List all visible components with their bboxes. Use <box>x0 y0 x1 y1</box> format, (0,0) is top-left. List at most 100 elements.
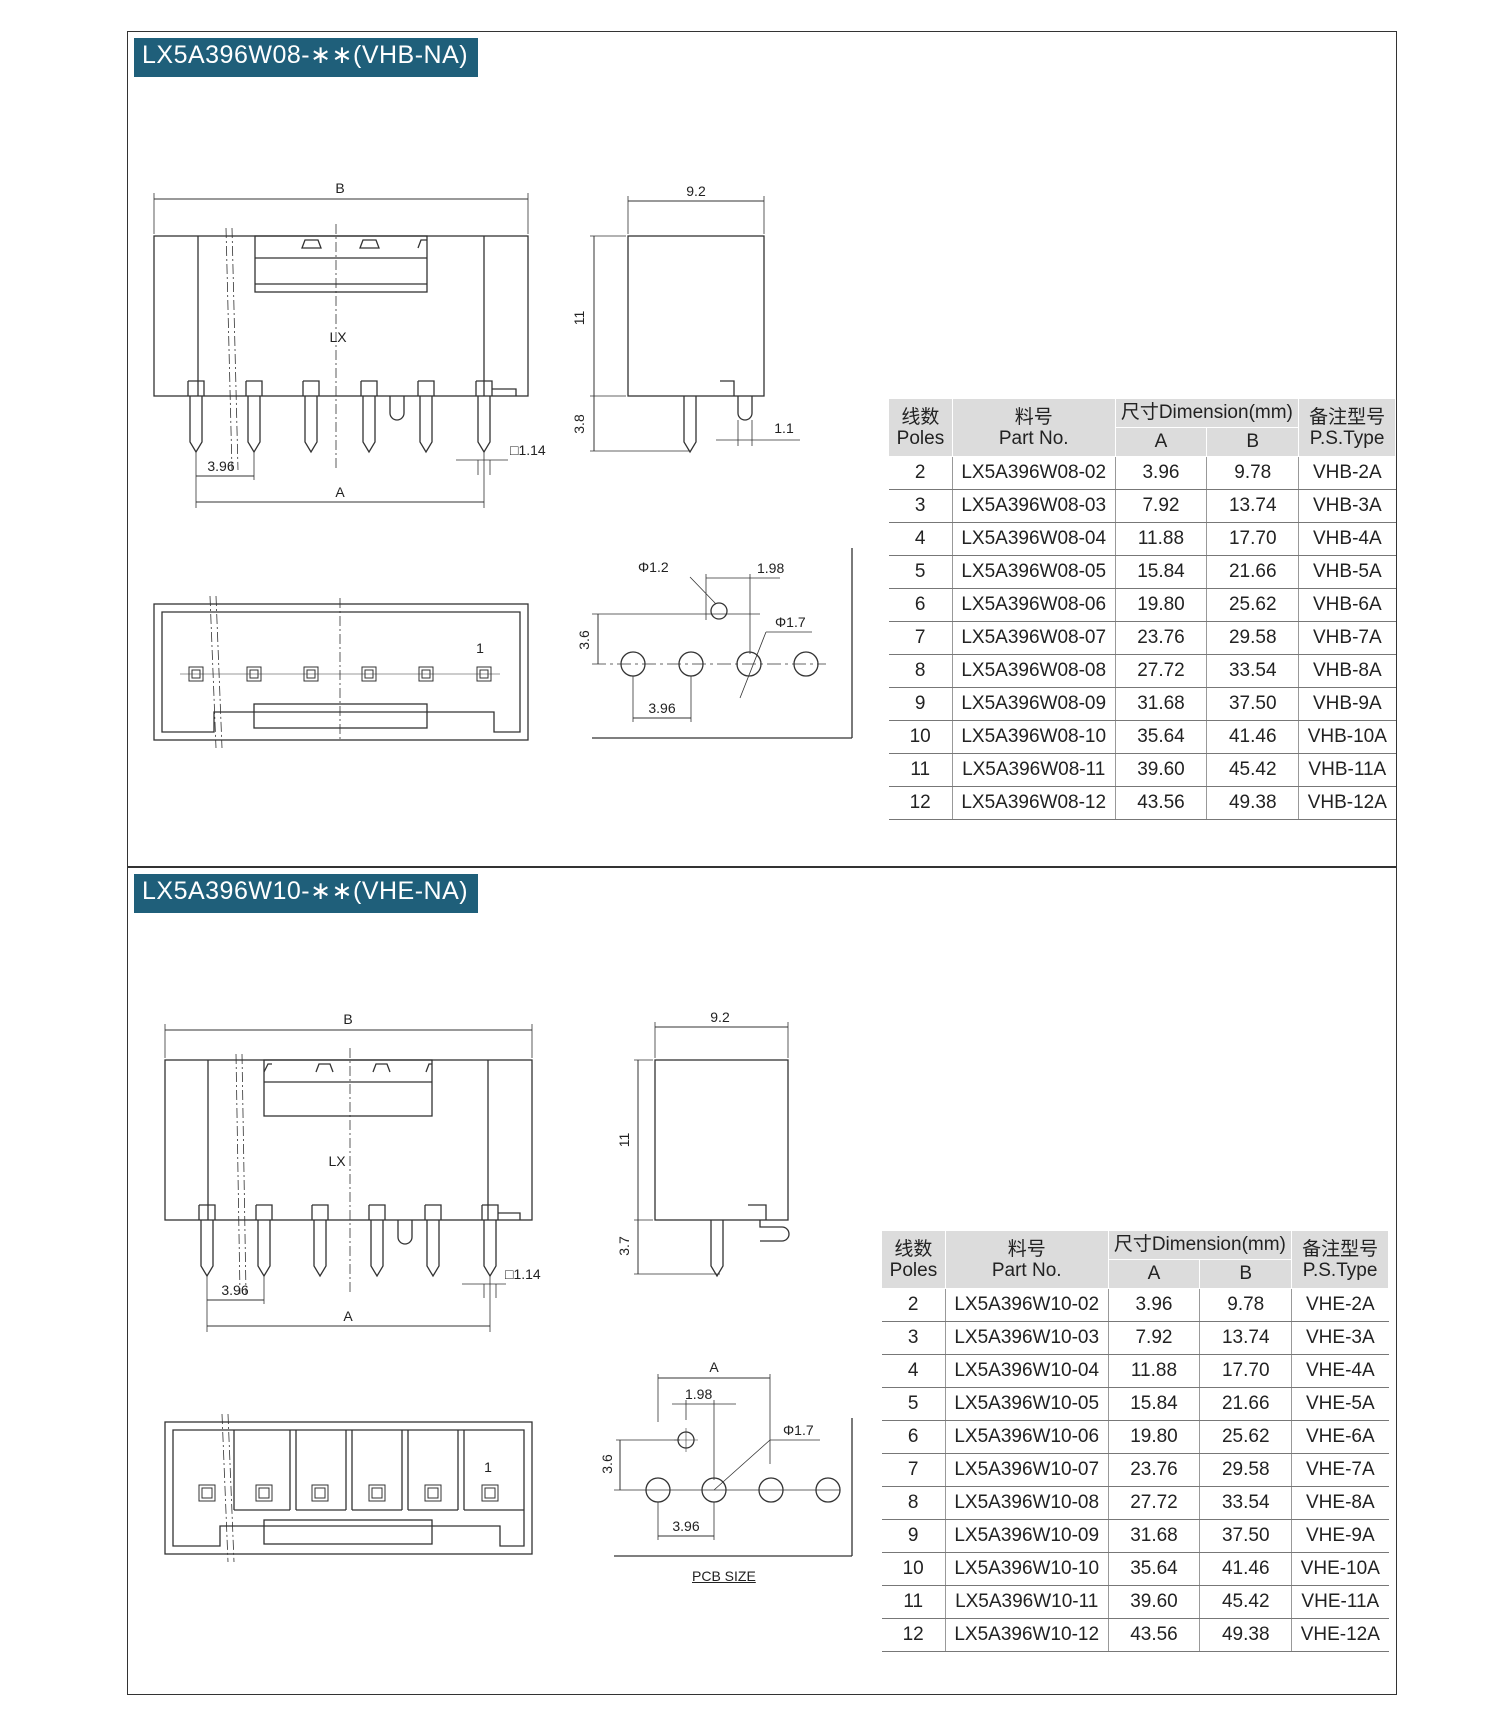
dim-a-cell: 23.76 <box>1107 1453 1200 1487</box>
part-no-cell: LX5A396W10-08 <box>944 1486 1109 1520</box>
dim-b-cell: 41.46 <box>1206 720 1299 754</box>
dim-b-cell: 29.58 <box>1199 1453 1292 1487</box>
dim-b-cell: 33.54 <box>1199 1486 1292 1520</box>
poles-cell: 11 <box>881 1585 946 1619</box>
section-title-vhb: LX5A396W08-∗∗(VHB-NA) <box>134 38 479 77</box>
vhb-pitch-label: 3.96 <box>207 458 234 474</box>
vhb-row-gap-label: 3.6 <box>576 630 592 650</box>
poles-cell: 8 <box>881 1486 946 1520</box>
type-cell: VHE-3A <box>1291 1321 1389 1355</box>
vhe-top-view: 1 <box>164 1413 533 1563</box>
part-no-cell: LX5A396W08-04 <box>951 522 1116 556</box>
dim-a-cell: 27.72 <box>1114 654 1207 688</box>
vhb-phi-small-label: Φ1.2 <box>638 559 669 575</box>
dim-a-cell: 23.76 <box>1114 621 1207 655</box>
part-no-cell: LX5A396W08-06 <box>951 588 1116 622</box>
part-no-cell: LX5A396W10-10 <box>944 1552 1109 1586</box>
dim-b-cell: 37.50 <box>1206 687 1299 721</box>
dim-b-cell: 49.38 <box>1199 1618 1292 1652</box>
part-no-cell: LX5A396W10-02 <box>944 1288 1109 1322</box>
vhe-pcb-layout: A 1.98 3.6 Φ1.7 3.96 <box>599 1359 853 1557</box>
dim-a-cell: 3.96 <box>1107 1288 1200 1322</box>
poles-cell: 8 <box>888 654 953 688</box>
col-a-header: A <box>1114 427 1208 457</box>
poles-cell: 10 <box>888 720 953 754</box>
vhb-offset-label: 1.98 <box>757 560 784 576</box>
dim-b-cell: 45.42 <box>1206 753 1299 787</box>
poles-cell: 2 <box>888 456 953 490</box>
col-b-header: B <box>1206 427 1300 457</box>
vhb-pcb-pitch-label: 3.96 <box>648 700 675 716</box>
vhb-side-view: 9.2 11 3.8 1.1 <box>571 183 800 454</box>
dim-b-cell: 25.62 <box>1206 588 1299 622</box>
dim-b-cell: 37.50 <box>1199 1519 1292 1553</box>
part-no-cell: LX5A396W10-11 <box>944 1585 1109 1619</box>
vhe-pin-size-label: □1.14 <box>505 1266 541 1282</box>
vhe-front-pins <box>198 1204 521 1278</box>
part-no-cell: LX5A396W10-05 <box>944 1387 1109 1421</box>
dim-b-cell: 29.58 <box>1206 621 1299 655</box>
vhe-pin1-label: 1 <box>484 1459 492 1475</box>
type-cell: VHE-10A <box>1291 1552 1389 1586</box>
part-no-cell: LX5A396W10-03 <box>944 1321 1109 1355</box>
vhe-phi-large-label: Φ1.7 <box>783 1422 814 1438</box>
type-cell: VHB-8A <box>1298 654 1396 688</box>
vhe-height-label: 11 <box>616 1133 632 1148</box>
dim-b-cell: 9.78 <box>1206 456 1299 490</box>
part-no-cell: LX5A396W08-12 <box>951 786 1116 820</box>
vhe-lx-label: LX <box>328 1153 346 1169</box>
dim-b-cell: 33.54 <box>1206 654 1299 688</box>
dim-a-cell: 7.92 <box>1107 1321 1200 1355</box>
part-no-cell: LX5A396W08-03 <box>951 489 1116 523</box>
dimension-header: 尺寸Dimension(mm) <box>1114 398 1300 428</box>
vhb-dim-a-label: A <box>335 484 345 500</box>
type-cell: VHE-6A <box>1291 1420 1389 1454</box>
poles-cell: 10 <box>881 1552 946 1586</box>
poles-cell: 9 <box>881 1519 946 1553</box>
part-no-cell: LX5A396W08-09 <box>951 687 1116 721</box>
dim-b-cell: 21.66 <box>1206 555 1299 589</box>
dim-a-cell: 43.56 <box>1107 1618 1200 1652</box>
type-cell: VHB-5A <box>1298 555 1396 589</box>
vhb-pin1-label: 1 <box>476 640 484 656</box>
type-cell: VHE-8A <box>1291 1486 1389 1520</box>
part-no-cell: LX5A396W08-11 <box>951 753 1116 787</box>
dim-a-cell: 31.68 <box>1107 1519 1200 1553</box>
type-cell: VHE-2A <box>1291 1288 1389 1322</box>
poles-cell: 6 <box>888 588 953 622</box>
dim-a-cell: 11.88 <box>1107 1354 1200 1388</box>
vhe-front-view: B LX 3.96 A □1.14 <box>164 1011 541 1332</box>
part-no-cell: LX5A396W08-08 <box>951 654 1116 688</box>
poles-cell: 7 <box>888 621 953 655</box>
dim-b-cell: 13.74 <box>1206 489 1299 523</box>
poles-cell: 2 <box>881 1288 946 1322</box>
section-vhb-frame: LX5A396W08-∗∗(VHB-NA) <box>127 31 1397 867</box>
poles-cell: 9 <box>888 687 953 721</box>
vhe-pcb-a-label: A <box>709 1359 719 1375</box>
vhe-dim-b-label: B <box>343 1011 352 1027</box>
poles-cell: 3 <box>881 1321 946 1355</box>
poles-cell: 4 <box>881 1354 946 1388</box>
section-vhe-frame: LX5A396W10-∗∗(VHE-NA) <box>127 867 1397 1695</box>
poles-cell: 6 <box>881 1420 946 1454</box>
vhe-pcb-size-label: PCB SIZE <box>692 1568 756 1584</box>
section-title-vhe: LX5A396W10-∗∗(VHE-NA) <box>134 874 479 913</box>
